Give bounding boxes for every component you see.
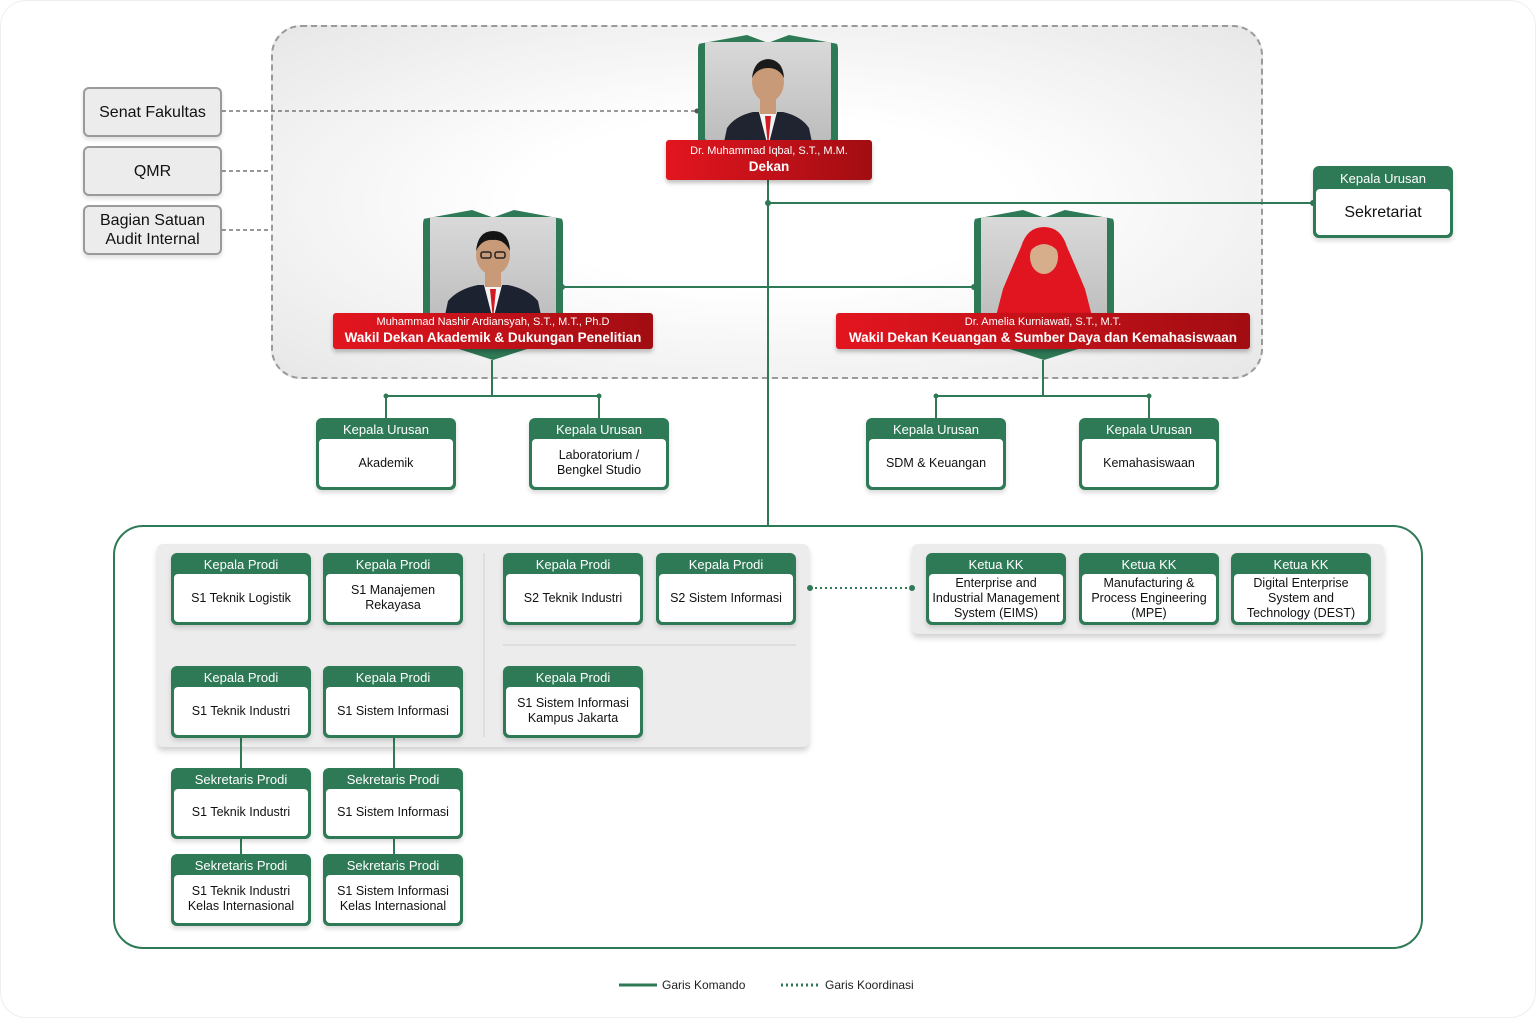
program-group (113, 525, 1423, 949)
prodi-s2-teknik-industri: Kepala Prodi S2 Teknik Industri (503, 553, 643, 625)
dean-title: Dekan (748, 159, 790, 174)
urusan-kemahasiswaan-box: Kepala Urusan Kemahasiswaan (1079, 418, 1219, 490)
prodi-s2-sistem-informasi: Kepala Prodi S2 Sistem Informasi (656, 553, 796, 625)
urusan-sdm-keuangan-box: Kepala Urusan SDM & Keuangan (866, 418, 1006, 490)
sekprodi-s1-ti-kelas-internasional: Sekretaris Prodi S1 Teknik Industri Kela… (171, 854, 311, 926)
prodi-s1-manajemen-rekayasa: Kepala Prodi S1 Manajemen Rekayasa (323, 553, 463, 625)
urusan-laboratorium-box: Kepala Urusan Laboratorium / Bengkel Stu… (529, 418, 669, 490)
kk-eims: Ketua KK Enterprise and Industrial Manag… (926, 553, 1066, 625)
vice-dean-1-title: Wakil Dekan Akademik & Dukungan Peneliti… (344, 330, 642, 345)
vice-dean-2-banner: Dr. Amelia Kurniawati, S.T., M.T. Wakil … (836, 313, 1250, 349)
legend-command: Garis Komando (619, 978, 745, 992)
kk-mpe: Ketua KK Manufacturing & Process Enginee… (1079, 553, 1219, 625)
solid-line-icon (619, 983, 657, 987)
portrait-icon (723, 59, 813, 140)
dean-banner: Dr. Muhammad Iqbal, S.T., M.M. Dekan (666, 140, 872, 180)
legend-command-label: Garis Komando (662, 978, 746, 992)
dean-name: Dr. Muhammad Iqbal, S.T., M.M. (690, 145, 848, 157)
sekprodi-s1-sistem-informasi: Sekretaris Prodi S1 Sistem Informasi (323, 768, 463, 839)
kk-dest: Ketua KK Digital Enterprise System and T… (1231, 553, 1371, 625)
sekretariat-box: Kepala Urusan Sekretariat (1313, 166, 1453, 238)
portrait-icon (444, 231, 542, 320)
qmr-box: QMR (83, 146, 222, 196)
vice-dean-1-banner: Muhammad Nashir Ardiansyah, S.T., M.T., … (333, 313, 653, 349)
sekprodi-s1-teknik-industri: Sekretaris Prodi S1 Teknik Industri (171, 768, 311, 839)
prodi-s1-si-kampus-jakarta: Kepala Prodi S1 Sistem Informasi Kampus … (503, 666, 643, 738)
dotted-line-icon (781, 983, 821, 987)
prodi-s1-teknik-logistik: Kepala Prodi S1 Teknik Logistik (171, 553, 311, 625)
urusan-akademik-box: Kepala Urusan Akademik (316, 418, 456, 490)
dean-photo (698, 35, 838, 147)
vice-dean-2-name: Dr. Amelia Kurniawati, S.T., M.T. (964, 316, 1122, 328)
prodi-s1-teknik-industri: Kepala Prodi S1 Teknik Industri (171, 666, 311, 738)
sekprodi-s1-si-kelas-internasional: Sekretaris Prodi S1 Sistem Informasi Kel… (323, 854, 463, 926)
senat-fakultas-box: Senat Fakultas (83, 87, 222, 137)
vice-dean-2-title: Wakil Dekan Keuangan & Sumber Daya dan K… (848, 330, 1238, 345)
vice-dean-1-name: Muhammad Nashir Ardiansyah, S.T., M.T., … (376, 316, 610, 328)
prodi-s1-sistem-informasi: Kepala Prodi S1 Sistem Informasi (323, 666, 463, 738)
legend-coordination-label: Garis Koordinasi (825, 978, 914, 992)
audit-internal-box: Bagian Satuan Audit Internal (83, 205, 222, 255)
portrait-icon (995, 227, 1093, 320)
legend-coordination: Garis Koordinasi (781, 978, 914, 992)
